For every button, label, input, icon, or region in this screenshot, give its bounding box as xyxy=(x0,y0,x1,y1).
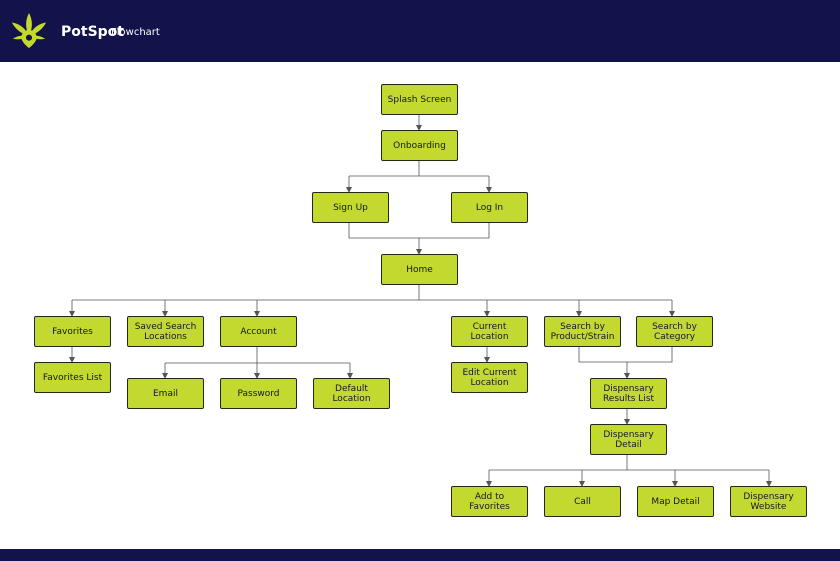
connector-home-branches xyxy=(72,285,672,301)
node-sign-up: Sign Up xyxy=(312,192,389,223)
node-add-to-favorites: Add to Favorites xyxy=(451,486,528,517)
brand-name: PotSpot xyxy=(61,24,124,40)
node-favorites-list: Favorites List xyxy=(34,362,111,393)
node-password: Password xyxy=(220,378,297,409)
connector-detail-children xyxy=(489,455,769,471)
node-search-by-product-strain: Search by Product/Strain xyxy=(544,316,621,347)
node-saved-search-locations: Saved Search Locations xyxy=(127,316,204,347)
connector-account-children xyxy=(165,347,350,364)
node-favorites: Favorites xyxy=(34,316,111,347)
node-current-location: Current Location xyxy=(451,316,528,347)
page-title: Flowchart xyxy=(111,27,160,38)
node-dispensary-detail: Dispensary Detail xyxy=(590,424,667,455)
node-account: Account xyxy=(220,316,297,347)
node-log-in: Log In xyxy=(451,192,528,223)
connector-onboarding-split xyxy=(349,161,489,177)
node-search-by-category: Search by Category xyxy=(636,316,713,347)
node-dispensary-website: Dispensary Website xyxy=(730,486,807,517)
node-map-detail: Map Detail xyxy=(637,486,714,517)
node-default-location: Default Location xyxy=(313,378,390,409)
node-home: Home xyxy=(381,254,458,285)
node-email: Email xyxy=(127,378,204,409)
connector-search-results xyxy=(578,347,673,378)
node-onboarding: Onboarding xyxy=(381,130,458,161)
header-bar: PotSpot Flowchart xyxy=(0,0,840,62)
node-splash-screen: Splash Screen xyxy=(381,84,458,115)
cannabis-leaf-pin-icon xyxy=(11,12,47,49)
node-dispensary-results-list: Dispensary Results List xyxy=(590,378,667,409)
footer-bar xyxy=(0,549,840,561)
node-edit-current-location: Edit Current Location xyxy=(451,362,528,393)
node-call: Call xyxy=(544,486,621,517)
connector-merge-home xyxy=(348,223,490,254)
